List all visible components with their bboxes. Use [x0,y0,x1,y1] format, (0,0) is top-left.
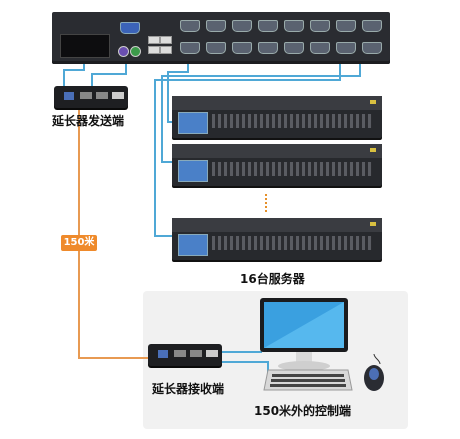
monitor-icon [260,298,348,371]
vga-port [120,22,140,34]
usb-port [160,36,172,44]
server-port [336,42,356,54]
keyboard-icon [263,369,353,391]
usb-port [148,36,160,44]
ellipsis-dots [265,194,267,214]
ps2-port [118,46,129,57]
ext-port [206,350,218,357]
usb-port [160,46,172,54]
server-port [362,42,382,54]
cable-server-1 [167,64,189,123]
extender-icon [148,344,222,366]
ext-port [174,350,186,357]
ext-port [190,350,202,357]
server-port [232,42,252,54]
extender-icon [54,86,128,108]
cable-server-3 [154,64,341,237]
servers-label: 16台服务器 [240,272,305,286]
kvm-switch-icon [52,12,390,64]
ext-port [96,92,108,99]
ext-port [64,92,74,100]
sender-label: 延长器发送端 [52,114,125,128]
server-port [206,42,226,54]
ext-port [80,92,92,99]
server-port [180,42,200,54]
server-port [258,42,278,54]
ext-port [112,92,124,99]
server-port [284,42,304,54]
server-port [258,20,278,32]
server-port [206,20,226,32]
server-icon [172,96,382,138]
server-port [232,20,252,32]
cable-server-2 [161,64,361,163]
server-port [310,20,330,32]
usb-port [148,46,160,54]
distance-badge: 150米 [61,235,97,251]
receiver-label: 延长器接收端 [152,382,225,396]
ps2-port [130,46,141,57]
cable-kvm-sender-2 [91,64,127,86]
cable-long-distance [78,110,148,359]
kvm-slot [60,34,110,58]
server-port [180,20,200,32]
ext-port [158,350,168,358]
server-port [310,42,330,54]
server-icon [172,144,382,186]
server-port [336,20,356,32]
server-icon [172,218,382,260]
cable-kvm-sender-1 [63,64,85,86]
mouse-icon [364,353,384,391]
server-port [362,20,382,32]
server-port [284,20,304,32]
console-label: 150米外的控制端 [254,404,352,418]
